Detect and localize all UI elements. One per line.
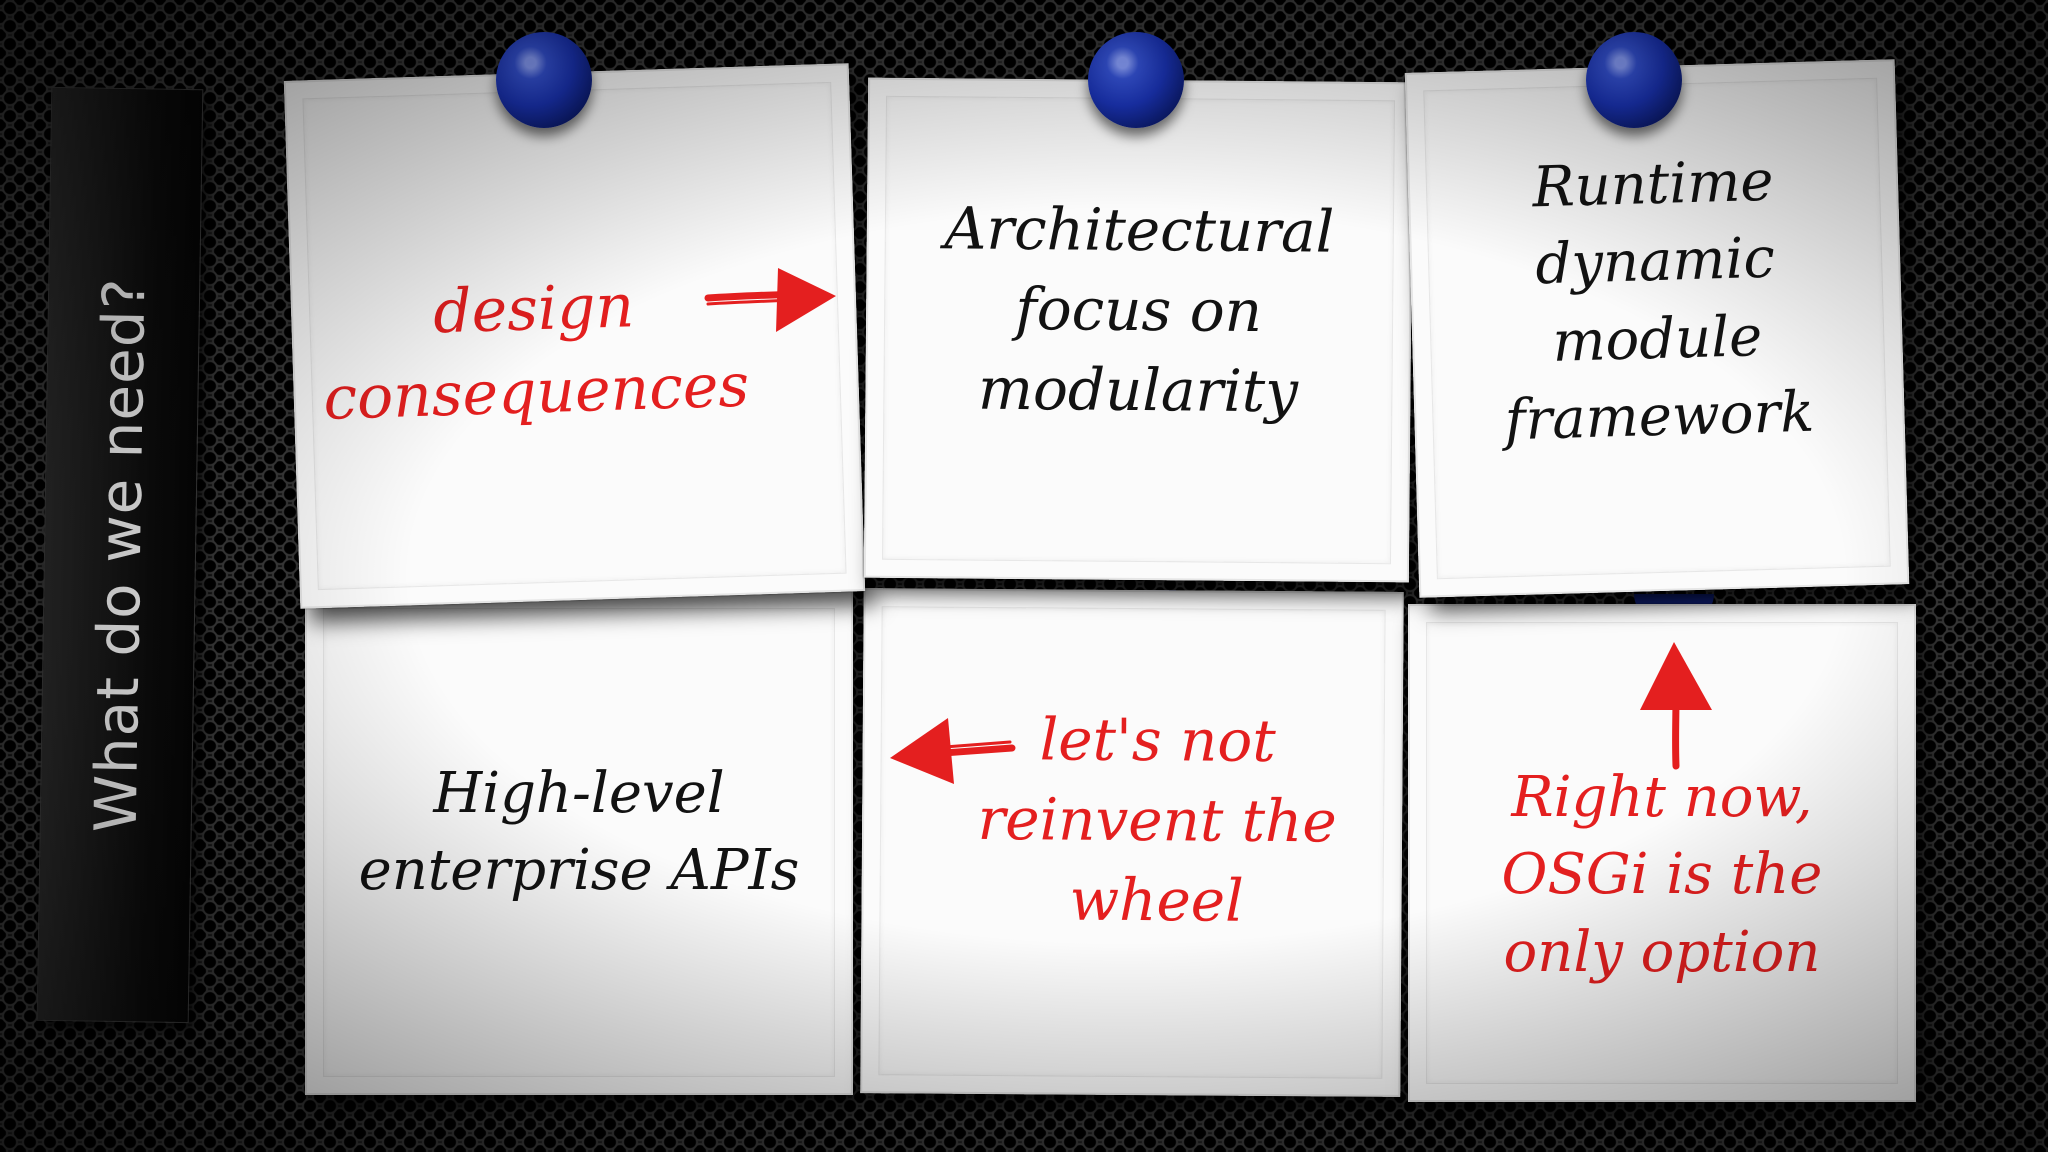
- arrow-up-icon: [1640, 642, 1712, 770]
- note-architectural-focus-text: Architectural focus on modularity: [944, 194, 1335, 426]
- note-runtime-framework: Runtime dynamic module framework: [1404, 59, 1910, 598]
- arrow-right-icon: [704, 268, 836, 332]
- push-pin-icon: [1586, 32, 1682, 128]
- side-title: What do we need?: [81, 277, 159, 833]
- note-runtime-framework-text: Runtime dynamic module framework: [1503, 148, 1816, 454]
- note-osgi-option-text: Right now, OSGi is the only option: [1501, 765, 1823, 985]
- note-enterprise-apis-text: High-level enterprise APIs: [358, 761, 800, 904]
- note-not-reinvent: let's not reinvent the wheel: [860, 588, 1404, 1097]
- note-architectural-focus: Architectural focus on modularity: [863, 77, 1414, 583]
- arrow-left-icon: [890, 718, 1016, 784]
- push-pin-icon: [1088, 32, 1184, 128]
- push-pin-icon: [496, 32, 592, 128]
- side-title-strip: What do we need?: [36, 86, 204, 1024]
- note-enterprise-apis: High-level enterprise APIs: [305, 590, 853, 1095]
